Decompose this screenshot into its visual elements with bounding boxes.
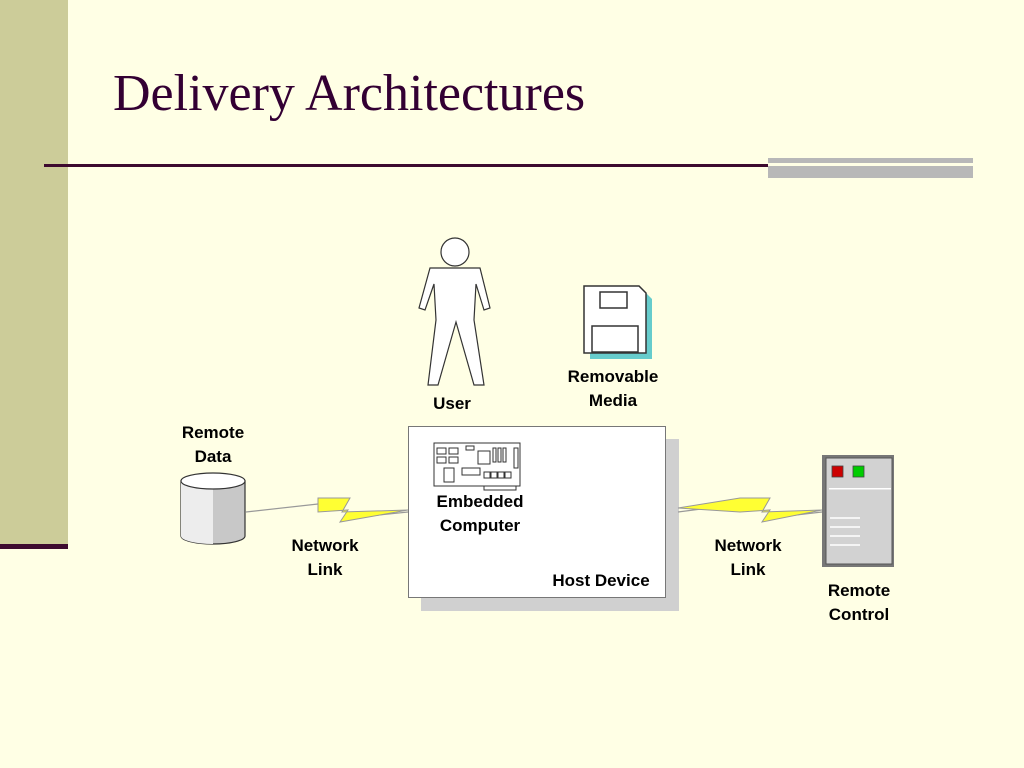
network-link-right-label: Network Link xyxy=(693,534,803,582)
slide-title: Delivery Architectures xyxy=(113,65,586,122)
remote-data-label-line2: Data xyxy=(194,447,232,466)
floppy-disk-icon xyxy=(583,285,652,359)
embedded-computer-label-line1: Embedded xyxy=(436,492,524,511)
sidebar-base-line xyxy=(0,544,68,549)
removable-media-label: Removable Media xyxy=(553,365,673,413)
remote-control-label: Remote Control xyxy=(804,579,914,627)
remote-data-label: Remote Data xyxy=(158,421,268,469)
remote-control-label-line2: Control xyxy=(828,605,890,624)
network-link-left-label-line2: Link xyxy=(307,560,343,579)
network-link-right-label-line1: Network xyxy=(714,536,782,555)
removable-media-label-line2: Media xyxy=(588,391,638,410)
network-link-left-label: Network Link xyxy=(270,534,380,582)
user-icon xyxy=(418,237,491,386)
circuit-board-icon xyxy=(433,442,521,491)
title-underline xyxy=(44,164,972,167)
network-link-left-lightning-icon xyxy=(245,497,409,523)
removable-media-label-line1: Removable xyxy=(567,367,659,386)
remote-data-label-line1: Remote xyxy=(181,423,245,442)
host-device-label: Host Device xyxy=(552,571,650,590)
embedded-computer-label-line2: Computer xyxy=(439,516,521,535)
remote-control-label-line1: Remote xyxy=(827,581,891,600)
remote-control-tower-icon xyxy=(822,455,894,567)
embedded-computer-label: Embedded Computer xyxy=(420,490,540,538)
user-label: User xyxy=(433,394,471,413)
title-underline-accent xyxy=(768,158,973,178)
network-link-right-lightning-icon xyxy=(677,497,823,523)
database-cylinder-icon xyxy=(180,472,246,545)
sidebar-band xyxy=(0,0,68,545)
network-link-right-label-line2: Link xyxy=(730,560,766,579)
network-link-left-label-line1: Network xyxy=(291,536,359,555)
